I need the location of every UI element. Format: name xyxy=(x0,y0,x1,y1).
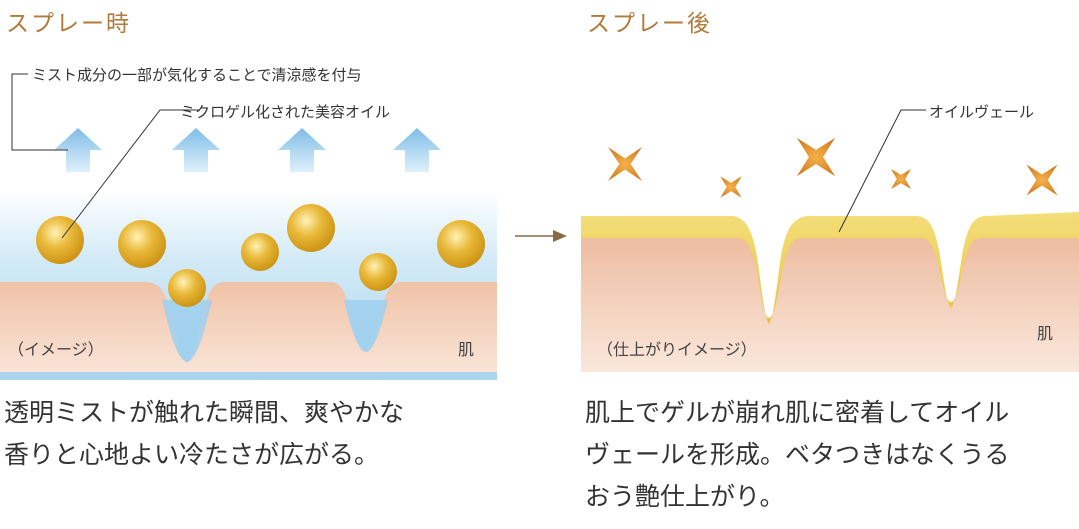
caption-line: 透明ミストが触れた瞬間、爽やかな xyxy=(4,398,405,427)
oil-droplet xyxy=(437,220,485,268)
spray-during-caption: 透明ミストが触れた瞬間、爽やかな 香りと心地よい冷たさが広がる。 xyxy=(4,392,504,476)
spray-during-illustration xyxy=(0,73,497,380)
spray-during-title: スプレー時 xyxy=(6,11,131,37)
sparkle-icon xyxy=(608,137,1058,198)
oil-label: ミクロゲル化された美容オイル xyxy=(180,103,391,121)
oil-droplet xyxy=(118,220,166,268)
caption-line: 肌上でゲルが崩れ肌に密着してオイル xyxy=(585,398,1010,427)
oil-droplet xyxy=(359,253,397,291)
mist-pore xyxy=(344,300,388,352)
spray-after-caption: 肌上でゲルが崩れ肌に密着してオイル ヴェールを形成。ベタつきはなくうる おう艶仕… xyxy=(585,392,1079,518)
oil-droplet xyxy=(168,269,206,307)
skin-surface xyxy=(0,282,497,372)
image-note: （仕上がりイメージ） xyxy=(597,340,757,359)
oil-droplet xyxy=(287,204,335,252)
oil-veil xyxy=(581,212,1079,324)
image-note: （イメージ） xyxy=(8,340,104,359)
spray-after-panel: スプレー後 xyxy=(581,0,1079,529)
arrow-right-icon xyxy=(515,230,567,242)
mist-pore xyxy=(162,300,212,362)
veil-leader-line xyxy=(838,109,926,233)
skin-label: 肌 xyxy=(458,340,475,359)
skin-label: 肌 xyxy=(1037,324,1054,343)
spray-during-panel: スプレー時 xyxy=(0,0,497,529)
caption-line: 香りと心地よい冷たさが広がる。 xyxy=(4,440,380,469)
mist-label: ミスト成分の一部が気化することで清涼感を付与 xyxy=(32,66,362,84)
veil-label: オイルヴェール xyxy=(929,103,1035,121)
oil-droplets xyxy=(36,204,485,307)
caption-line: ヴェールを形成。ベタつきはなくうる xyxy=(585,440,1010,469)
caption-line: おう艶仕上がり。 xyxy=(585,482,785,511)
oil-droplet xyxy=(36,216,84,264)
arrow-up-icon xyxy=(54,128,441,172)
spray-after-illustration xyxy=(581,109,1079,372)
spray-after-title: スプレー後 xyxy=(587,11,712,37)
oil-droplet xyxy=(241,233,279,271)
oil-leader-line xyxy=(61,109,200,239)
mist-leader-line xyxy=(11,73,68,151)
skin-surface xyxy=(581,236,1079,372)
